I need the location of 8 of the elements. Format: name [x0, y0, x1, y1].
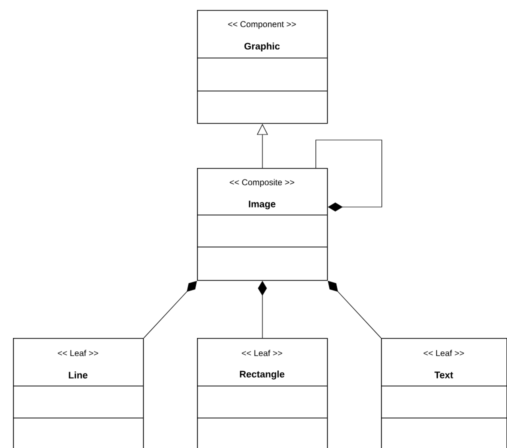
- composition-arrow: [316, 140, 382, 212]
- class-box: << Component >> Graphic: [196, 10, 328, 124]
- class-box: << Composite >> Image: [196, 168, 328, 281]
- class-box: << Leaf >> Rectangle: [196, 338, 328, 448]
- composition-arrow: [144, 280, 197, 338]
- class-box: << Leaf >> Line: [12, 338, 144, 448]
- class-box: << Leaf >> Text: [380, 338, 507, 448]
- composition-arrow: [328, 280, 382, 338]
